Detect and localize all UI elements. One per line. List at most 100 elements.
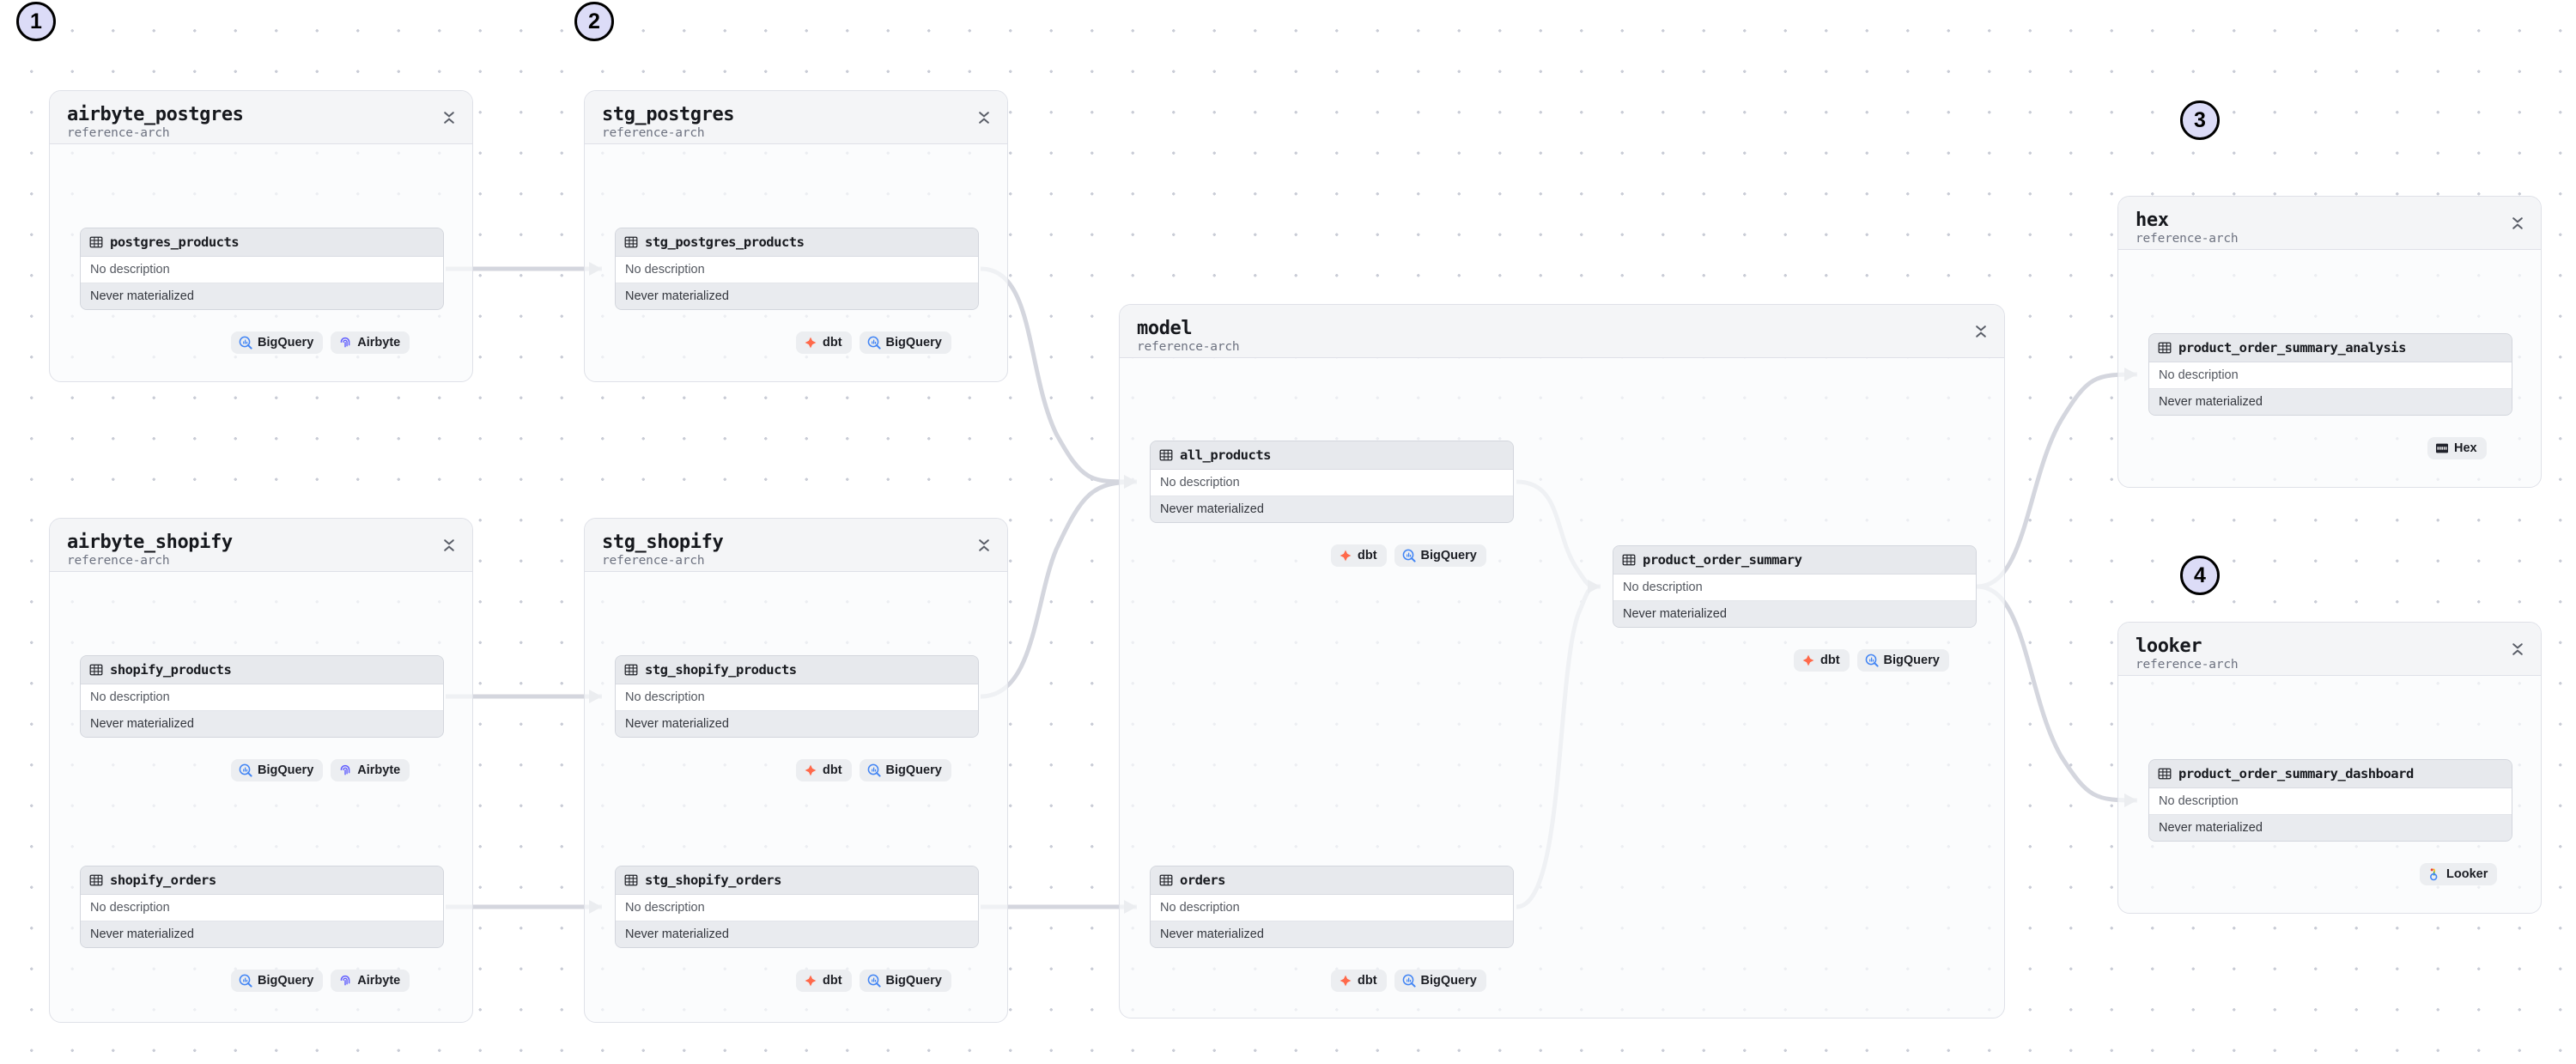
bigquery-icon xyxy=(867,336,881,350)
step-marker-2: 2 xyxy=(574,2,614,41)
asset-node-header[interactable]: shopify_products xyxy=(81,656,443,684)
tag-bigquery[interactable]: BigQuery xyxy=(1856,649,1949,672)
asset-name: product_order_summary_dashboard xyxy=(2178,766,2414,781)
tag-label: dbt xyxy=(1358,549,1377,562)
tag-label: Looker xyxy=(2446,867,2488,881)
tag-bigquery[interactable]: BigQuery xyxy=(859,759,951,781)
asset-materialization-status: Never materialized xyxy=(616,283,978,309)
tag-bigquery[interactable]: BigQuery xyxy=(231,759,324,781)
tag-bigquery[interactable]: BigQuery xyxy=(1394,970,1486,992)
airbyte-icon xyxy=(340,975,350,986)
asset-node-header[interactable]: orders xyxy=(1151,866,1513,895)
tag-label: Airbyte xyxy=(357,763,401,777)
bigquery-icon xyxy=(239,763,252,777)
asset-name: stg_postgres_products xyxy=(645,234,805,250)
tag-dbt[interactable]: dbt xyxy=(796,759,852,781)
asset-node-header[interactable]: product_order_summary xyxy=(1613,546,1976,575)
asset-name: stg_shopify_products xyxy=(645,662,797,678)
tag-label: Hex xyxy=(2454,441,2477,455)
group-title: stg_postgres xyxy=(602,104,735,125)
group-subtitle: reference-arch xyxy=(2136,232,2239,246)
tag-dbt[interactable]: dbt xyxy=(1331,970,1387,992)
tag-dbt[interactable]: dbt xyxy=(1794,649,1850,672)
tag-bigquery[interactable]: BigQuery xyxy=(231,331,324,354)
asset-node-header[interactable]: all_products xyxy=(1151,441,1513,470)
group-subtitle: reference-arch xyxy=(67,126,170,141)
asset-materialization-status: Never materialized xyxy=(2149,389,2512,415)
tag-bigquery[interactable]: BigQuery xyxy=(1394,544,1486,567)
tag-dbt[interactable]: dbt xyxy=(796,970,852,992)
collapse-group-icon[interactable] xyxy=(1973,323,1989,340)
asset-node-header[interactable]: stg_shopify_products xyxy=(616,656,978,684)
asset-node-header[interactable]: product_order_summary_analysis xyxy=(2149,334,2512,362)
tag-airbyte[interactable]: Airbyte xyxy=(331,759,410,781)
tag-label: BigQuery xyxy=(885,336,942,350)
tag-label: BigQuery xyxy=(1420,549,1477,562)
asset-materialization-status: Never materialized xyxy=(1151,921,1513,947)
tag-dbt[interactable]: dbt xyxy=(796,331,852,354)
collapse-group-icon[interactable] xyxy=(441,537,457,554)
tag-label: BigQuery xyxy=(885,974,942,988)
asset-name: shopify_orders xyxy=(110,872,216,888)
asset-tag-row: dbt BigQuery xyxy=(796,970,951,992)
hex-icon xyxy=(2436,443,2448,453)
collapse-group-icon[interactable] xyxy=(2510,641,2525,658)
group-title: model xyxy=(1137,318,1193,339)
asset-tag-row: dbt BigQuery xyxy=(796,759,951,781)
tag-bigquery[interactable]: BigQuery xyxy=(859,970,951,992)
table-icon xyxy=(89,236,103,248)
asset-description: No description xyxy=(81,257,443,283)
tag-label: dbt xyxy=(1820,654,1840,667)
tag-airbyte[interactable]: Airbyte xyxy=(331,970,410,992)
table-icon xyxy=(624,236,638,248)
bigquery-icon xyxy=(239,974,252,988)
asset-tag-row: Hex xyxy=(2427,437,2487,459)
asset-tag-row: dbt BigQuery xyxy=(1331,544,1486,567)
tag-label: BigQuery xyxy=(258,763,314,777)
tag-bigquery[interactable]: BigQuery xyxy=(231,970,324,992)
group-subtitle: reference-arch xyxy=(602,126,705,141)
asset-materialization-status: Never materialized xyxy=(1151,496,1513,522)
asset-node-header[interactable]: stg_postgres_products xyxy=(616,228,978,257)
dbt-icon xyxy=(805,764,817,776)
asset-name: product_order_summary_analysis xyxy=(2178,340,2406,356)
tag-looker[interactable]: Looker xyxy=(2420,863,2498,885)
group-title: looker xyxy=(2136,635,2202,657)
asset-tag-row: dbt BigQuery xyxy=(796,331,951,354)
tag-label: BigQuery xyxy=(258,336,314,350)
asset-node-header[interactable]: stg_shopify_orders xyxy=(616,866,978,895)
asset-tag-row: dbt BigQuery xyxy=(1331,970,1486,992)
looker-icon xyxy=(2429,868,2438,881)
dbt-icon xyxy=(805,975,817,987)
tag-bigquery[interactable]: BigQuery xyxy=(859,331,951,354)
tag-hex[interactable]: Hex xyxy=(2427,437,2487,459)
asset-description: No description xyxy=(1151,470,1513,496)
asset-materialization-status: Never materialized xyxy=(81,921,443,947)
group-subtitle: reference-arch xyxy=(2136,658,2239,672)
tag-dbt[interactable]: dbt xyxy=(1331,544,1387,567)
asset-node-header[interactable]: product_order_summary_dashboard xyxy=(2149,760,2512,788)
asset-name: stg_shopify_orders xyxy=(645,872,781,888)
collapse-group-icon[interactable] xyxy=(976,109,992,126)
collapse-group-icon[interactable] xyxy=(441,109,457,126)
tag-airbyte[interactable]: Airbyte xyxy=(331,331,410,354)
asset-node-header[interactable]: shopify_orders xyxy=(81,866,443,895)
asset-description: No description xyxy=(1613,575,1976,601)
collapse-group-icon[interactable] xyxy=(976,537,992,554)
collapse-group-icon[interactable] xyxy=(2510,215,2525,232)
asset-node-header[interactable]: postgres_products xyxy=(81,228,443,257)
tag-label: dbt xyxy=(823,974,842,988)
